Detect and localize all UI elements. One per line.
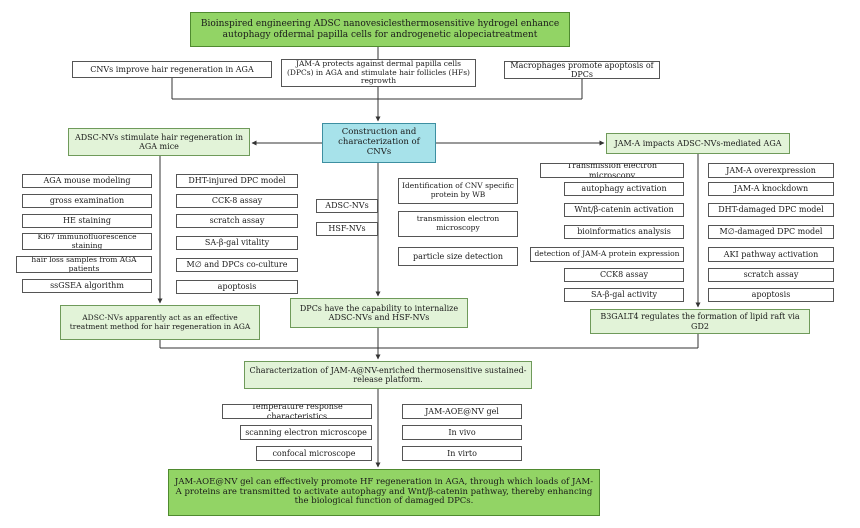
center-source-text: HSF-NVs bbox=[328, 224, 366, 234]
right-col2-text: scratch assay bbox=[743, 270, 799, 280]
left-col1-text: ssGSEA algorithm bbox=[50, 281, 124, 291]
left-col1-text: Ki67 immunofluorescence staining bbox=[37, 233, 137, 250]
conclusion-box: JAM-AOE@NV gel can effectively promote H… bbox=[168, 469, 600, 516]
right-col1-text: CCK8 assay bbox=[599, 270, 649, 280]
right-col1-item: detection of JAM-A protein expression bbox=[530, 247, 684, 262]
center-method-text: particle size detection bbox=[413, 251, 503, 261]
right-col1-text: Wnt/β-catenin activation bbox=[574, 205, 674, 215]
right-col2-text: JAM-A overexpression bbox=[726, 165, 816, 175]
right-col1-text: bioinformatics analysis bbox=[577, 227, 671, 237]
left-col2-item: DHT-injured DPC model bbox=[176, 174, 298, 188]
left-col2-text: M∅ and DPCs co-culture bbox=[186, 260, 288, 270]
center-source-item: ADSC-NVs bbox=[316, 199, 378, 213]
right-col2-item: AKI pathway activation bbox=[708, 247, 834, 262]
right-branch-header-text: JAM-A impacts ADSC-NVs-mediated AGA bbox=[614, 138, 782, 148]
platform-left-text: Temperature response characteristics bbox=[251, 404, 343, 419]
platform-right-item: In vivo bbox=[402, 425, 522, 440]
center-main-box: Construction and characterization of CNV… bbox=[322, 123, 436, 163]
right-col2-item: JAM-A knockdown bbox=[708, 182, 834, 196]
left-branch-outcome: ADSC-NVs apparently act as an effective … bbox=[60, 305, 260, 340]
top-box-right: Macrophages promote apoptosis of DPCs bbox=[504, 61, 660, 79]
diagram-title: Bioinspired engineering ADSC nanovesicle… bbox=[190, 12, 570, 47]
right-col1-text: Transmission electron microscopy bbox=[566, 163, 658, 178]
platform-left-text: scanning electron microscope bbox=[245, 427, 367, 437]
left-col2-text: scratch assay bbox=[209, 216, 265, 226]
center-method-item: particle size detection bbox=[398, 247, 518, 266]
left-col2-item: CCK-8 assay bbox=[176, 194, 298, 208]
top-box-middle-text: JAM-A protects against dermal papilla ce… bbox=[287, 59, 470, 86]
left-branch-outcome-text: ADSC-NVs apparently act as an effective … bbox=[69, 312, 251, 331]
right-col2-item: apoptosis bbox=[708, 288, 834, 302]
center-outcome-text: DPCs have the capability to internalize … bbox=[299, 303, 459, 322]
top-box-left-text: CNVs improve hair regeneration in AGA bbox=[90, 64, 254, 74]
platform-right-text: In virto bbox=[447, 448, 477, 458]
right-col2-text: DHT-damaged DPC model bbox=[718, 205, 824, 215]
top-box-middle: JAM-A protects against dermal papilla ce… bbox=[281, 59, 476, 87]
left-col2-text: CCK-8 assay bbox=[211, 196, 263, 206]
center-outcome: DPCs have the capability to internalize … bbox=[290, 298, 468, 328]
left-col1-item: ssGSEA algorithm bbox=[22, 279, 152, 293]
left-col1-text: HE staining bbox=[63, 216, 111, 226]
right-col1-text: autophagy activation bbox=[581, 184, 667, 194]
right-branch-outcome-text: B3GALT4 regulates the formation of lipid… bbox=[600, 312, 800, 331]
left-col2-text: DHT-injured DPC model bbox=[188, 176, 286, 186]
platform-left-text: confocal microscope bbox=[272, 448, 356, 458]
platform-left-item: confocal microscope bbox=[256, 446, 372, 461]
right-col1-item: Wnt/β-catenin activation bbox=[564, 203, 684, 217]
left-col2-item: M∅ and DPCs co-culture bbox=[176, 258, 298, 272]
center-method-text: transmission electron microscopy bbox=[416, 214, 500, 232]
right-col2-text: apoptosis bbox=[751, 290, 791, 300]
right-col1-text: detection of JAM-A protein expression bbox=[534, 249, 680, 259]
right-branch-header: JAM-A impacts ADSC-NVs-mediated AGA bbox=[606, 133, 790, 154]
left-col1-text: gross examination bbox=[49, 196, 125, 206]
right-branch-outcome: B3GALT4 regulates the formation of lipid… bbox=[590, 309, 810, 334]
right-col2-text: AKI pathway activation bbox=[723, 249, 819, 259]
top-box-left: CNVs improve hair regeneration in AGA bbox=[72, 61, 272, 78]
left-col1-item: Ki67 immunofluorescence staining bbox=[22, 233, 152, 250]
right-col2-item: JAM-A overexpression bbox=[708, 163, 834, 178]
conclusion-text: JAM-AOE@NV gel can effectively promote H… bbox=[174, 476, 594, 507]
right-col1-item: CCK8 assay bbox=[564, 268, 684, 282]
center-method-text: Identification of CNV specific protein b… bbox=[402, 181, 514, 199]
platform-left-item: Temperature response characteristics bbox=[222, 404, 372, 419]
right-col2-text: M∅-damaged DPC model bbox=[719, 227, 823, 237]
center-source-text: ADSC-NVs bbox=[325, 201, 369, 211]
left-col2-item: scratch assay bbox=[176, 214, 298, 228]
top-box-right-text: Macrophages promote apoptosis of DPCs bbox=[510, 61, 654, 79]
platform-right-item: In virto bbox=[402, 446, 522, 461]
left-col1-item: gross examination bbox=[22, 194, 152, 208]
left-col2-text: apoptosis bbox=[217, 282, 257, 292]
right-col1-item: SA-β-gal activity bbox=[564, 288, 684, 302]
right-col1-text: SA-β-gal activity bbox=[590, 290, 658, 300]
left-branch-header: ADSC-NVs stimulate hair regeneration in … bbox=[68, 128, 250, 156]
platform-left-item: scanning electron microscope bbox=[240, 425, 372, 440]
right-col2-item: scratch assay bbox=[708, 268, 834, 282]
center-method-item: transmission electron microscopy bbox=[398, 211, 518, 237]
right-col2-item: M∅-damaged DPC model bbox=[708, 225, 834, 239]
right-col2-item: DHT-damaged DPC model bbox=[708, 203, 834, 217]
left-branch-header-text: ADSC-NVs stimulate hair regeneration in … bbox=[74, 132, 244, 151]
left-col1-item: HE staining bbox=[22, 214, 152, 228]
platform-right-text: In vivo bbox=[448, 427, 476, 437]
right-col1-item: autophagy activation bbox=[564, 182, 684, 196]
center-main-text: Construction and characterization of CNV… bbox=[338, 127, 420, 157]
platform-right-text: JAM-AOE@NV gel bbox=[425, 406, 499, 416]
left-col1-item: AGA mouse modeling bbox=[22, 174, 152, 188]
left-col1-text: AGA mouse modeling bbox=[43, 176, 131, 186]
right-col1-item: bioinformatics analysis bbox=[564, 225, 684, 239]
left-col1-item: hair loss samples from AGA patients bbox=[16, 256, 152, 273]
left-col2-item: apoptosis bbox=[176, 280, 298, 294]
left-col1-text: hair loss samples from AGA patients bbox=[31, 256, 137, 273]
platform-header-text: Characterization of JAM-A@NV-enriched th… bbox=[249, 365, 527, 384]
platform-header: Characterization of JAM-A@NV-enriched th… bbox=[244, 361, 532, 389]
platform-right-item: JAM-AOE@NV gel bbox=[402, 404, 522, 419]
left-col2-item: SA-β-gal vitality bbox=[176, 236, 298, 250]
center-method-item: Identification of CNV specific protein b… bbox=[398, 178, 518, 204]
center-source-item: HSF-NVs bbox=[316, 222, 378, 236]
diagram-title-text: Bioinspired engineering ADSC nanovesicle… bbox=[200, 19, 560, 40]
right-col2-text: JAM-A knockdown bbox=[733, 184, 809, 194]
right-col1-item: Transmission electron microscopy bbox=[540, 163, 684, 178]
left-col2-text: SA-β-gal vitality bbox=[204, 238, 270, 248]
